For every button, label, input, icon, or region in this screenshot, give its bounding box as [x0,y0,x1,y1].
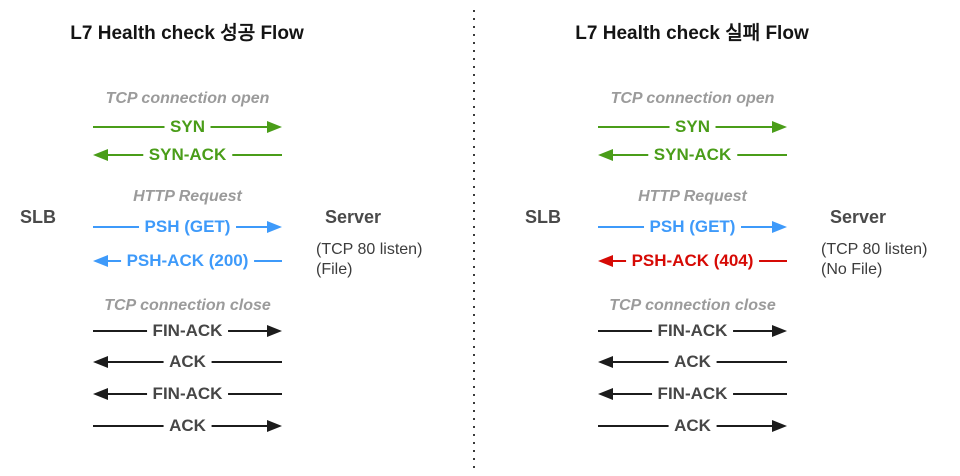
message-label: PSH (GET) [138,217,237,237]
message-arrow-syn-ack: SYN-ACK [598,145,787,165]
message-arrow-psh-ack-404: PSH-ACK (404) [598,251,787,271]
server-node-label: Server [325,207,382,227]
server-note-line: (TCP 80 listen) [316,241,423,258]
server-note-line: (File) [316,261,353,278]
server-node-label: Server [830,207,887,227]
message-arrow-fin-ack: FIN-ACK [598,384,787,404]
message-label: ACK [668,352,717,372]
message-label: SYN [669,117,716,137]
message-arrow-syn-ack: SYN-ACK [93,145,282,165]
message-arrow-fin-ack: FIN-ACK [598,321,787,341]
panel-success-flow: L7 Health check 성공 Flow SLB Server (TCP … [20,0,465,476]
message-label: ACK [163,352,212,372]
message-arrow-psh-ack-200: PSH-ACK (200) [93,251,282,271]
message-flow-column: TCP connection open SYN SYN-ACK HTTP Req… [598,0,787,476]
slb-node-label: SLB [525,207,561,227]
arrowhead-right-icon [772,221,787,233]
arrowhead-right-icon [772,420,787,432]
message-arrow-syn: SYN [598,117,787,137]
server-notes: (TCP 80 listen) (No File) [821,240,927,280]
arrowhead-right-icon [267,420,282,432]
section-label-tcp-close: TCP connection close [104,297,271,314]
message-label: FIN-ACK [146,384,229,404]
section-label-http-request: HTTP Request [638,188,747,205]
message-arrow-ack: ACK [93,352,282,372]
message-label: FIN-ACK [651,384,734,404]
message-arrow-ack: ACK [598,352,787,372]
message-arrow-fin-ack: FIN-ACK [93,384,282,404]
server-note-line: (No File) [821,261,883,278]
arrowhead-right-icon [267,325,282,337]
message-label: PSH-ACK (404) [625,251,760,271]
message-label: ACK [163,416,212,436]
message-label: SYN-ACK [142,145,233,165]
message-arrow-ack: ACK [93,416,282,436]
section-label-tcp-open: TCP connection open [610,90,775,107]
arrowhead-right-icon [772,325,787,337]
server-note-line: (TCP 80 listen) [821,241,928,258]
section-label-tcp-close: TCP connection close [609,297,776,314]
arrowhead-right-icon [772,121,787,133]
section-label-http-request: HTTP Request [133,188,242,205]
panel-title: L7 Health check 성공 Flow [70,23,304,44]
server-notes: (TCP 80 listen) (File) [316,240,422,280]
message-label: FIN-ACK [146,321,229,341]
arrowhead-right-icon [267,221,282,233]
message-label: ACK [668,416,717,436]
message-flow-column: TCP connection open SYN SYN-ACK HTTP Req… [93,0,282,476]
message-label: PSH-ACK (200) [120,251,255,271]
message-arrow-psh-get: PSH (GET) [93,217,282,237]
arrowhead-right-icon [267,121,282,133]
panel-title: L7 Health check 실패 Flow [575,23,809,44]
message-arrow-ack: ACK [598,416,787,436]
message-arrow-syn: SYN [93,117,282,137]
section-label-tcp-open: TCP connection open [105,90,270,107]
message-arrow-psh-get: PSH (GET) [598,217,787,237]
panel-divider-dotted-line [473,10,475,468]
message-label: SYN [164,117,211,137]
panel-failure-flow: L7 Health check 실패 Flow SLB Server (TCP … [525,0,960,476]
message-label: SYN-ACK [647,145,738,165]
message-label: FIN-ACK [651,321,734,341]
message-arrow-fin-ack: FIN-ACK [93,321,282,341]
message-label: PSH (GET) [643,217,742,237]
slb-node-label: SLB [20,207,56,227]
